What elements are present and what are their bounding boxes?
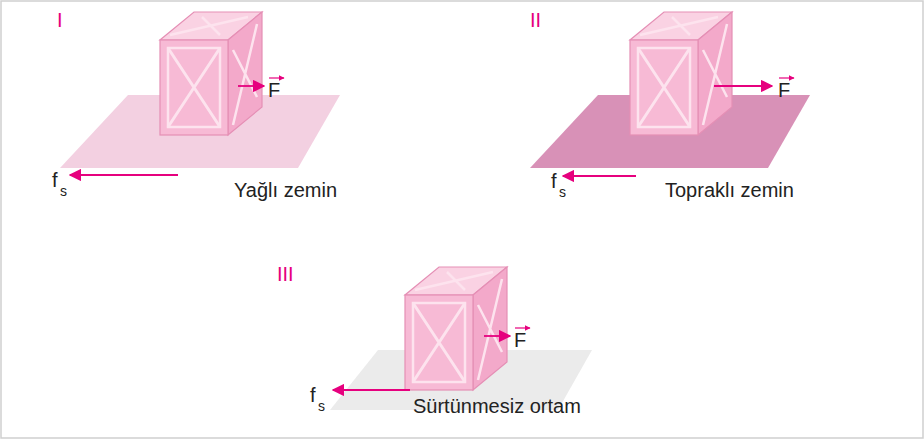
force-symbol: F: [268, 80, 280, 100]
friction-symbol: f: [551, 171, 557, 191]
crate-cross: [638, 48, 690, 127]
crate-plank: [413, 303, 465, 382]
surface-label: Yağlı zemin: [234, 180, 337, 200]
panel-number: I: [57, 10, 63, 30]
friction-symbol: f: [52, 170, 58, 190]
vector-sign: [269, 77, 284, 78]
vector-sign: [515, 327, 530, 328]
crate-side: [228, 12, 262, 135]
crate-side: [698, 12, 732, 135]
applied-force-arrow: [714, 85, 772, 87]
crate: [160, 12, 262, 135]
panel-number: III: [277, 264, 294, 284]
crate-cross: [168, 48, 220, 127]
applied-force-arrow: [238, 85, 264, 87]
subscript: s: [559, 185, 566, 199]
subscript: s: [60, 184, 67, 198]
friction-arrow: [333, 389, 410, 391]
force-symbol: F: [514, 330, 526, 350]
subscript: s: [318, 399, 325, 413]
crate-cross: [640, 17, 718, 35]
crate-cross: [703, 24, 727, 125]
crate-cross: [170, 17, 248, 35]
crate-side: [473, 267, 507, 390]
crate: [405, 267, 507, 390]
crate-front: [630, 40, 698, 135]
crate-cross: [415, 272, 493, 290]
crate: [630, 12, 732, 135]
crate-front: [160, 40, 228, 135]
crate-front: [405, 295, 473, 390]
panel-number: II: [530, 10, 541, 30]
crate-plank: [168, 48, 220, 127]
crate-cross: [478, 279, 502, 380]
vector-sign: [779, 77, 794, 78]
crate-plank: [638, 48, 690, 127]
crate-cross: [413, 303, 465, 382]
friction-arrow: [563, 175, 636, 177]
applied-force-arrow: [484, 335, 510, 337]
friction-symbol: f: [310, 385, 316, 405]
crate-cross: [233, 24, 257, 125]
surface-label: Topraklı zemin: [665, 180, 794, 200]
surface-label: Sürtünmesiz ortam: [413, 396, 581, 416]
friction-arrow: [70, 174, 178, 176]
force-symbol: F: [778, 80, 790, 100]
